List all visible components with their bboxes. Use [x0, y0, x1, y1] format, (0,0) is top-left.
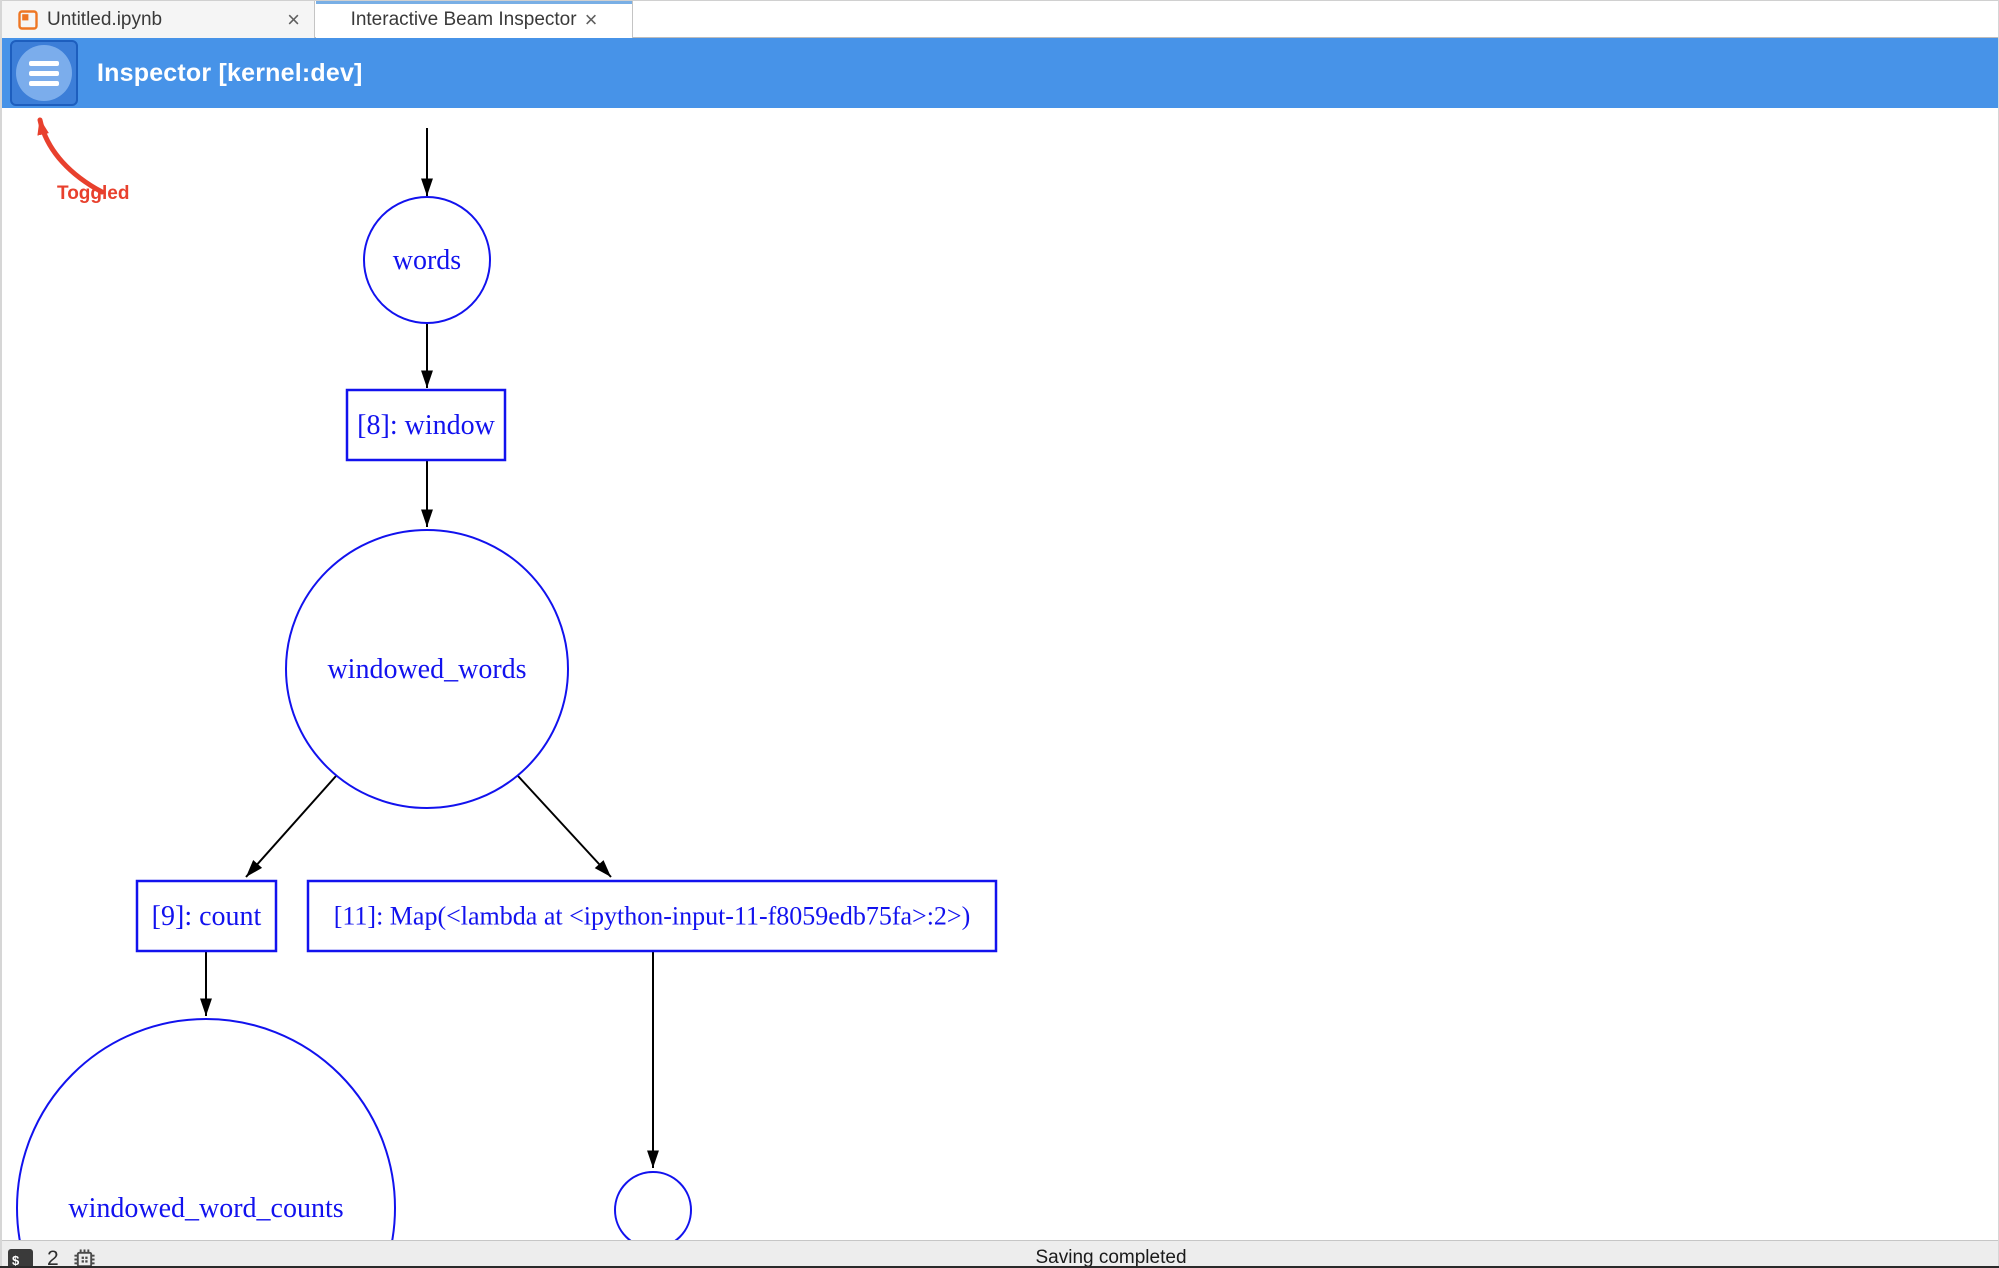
node-map-transform[interactable]: [306, 879, 998, 953]
pipeline-edge: [245, 775, 337, 878]
tab-bar: Untitled.ipynb × Interactive Beam Inspec…: [0, 0, 1999, 39]
inspector-header: Inspector [kernel:dev]: [0, 38, 1999, 108]
tab-interactive-beam-inspector[interactable]: Interactive Beam Inspector ×: [316, 1, 633, 39]
pipeline-edge: [517, 775, 612, 878]
hamburger-icon: [16, 45, 72, 101]
menu-toggle-button[interactable]: [10, 40, 78, 106]
node-label-windowed-word-counts: windowed_word_counts: [68, 1193, 343, 1224]
notebook-icon: [18, 10, 38, 30]
annotation-label: Toggled: [57, 183, 130, 204]
node-words[interactable]: [363, 196, 491, 324]
chip-icon[interactable]: [73, 1248, 96, 1268]
kernel-count[interactable]: 2: [47, 1247, 59, 1268]
tab-label: Interactive Beam Inspector: [350, 9, 577, 30]
inspector-title: Inspector [kernel:dev]: [97, 59, 363, 87]
node-label-window-transform: [8]: window: [357, 410, 495, 441]
node-windowed-words[interactable]: [285, 529, 569, 809]
terminal-icon[interactable]: $: [8, 1249, 33, 1268]
tab-untitled-notebook[interactable]: Untitled.ipynb ×: [2, 1, 315, 39]
node-label-count-transform: [9]: count: [152, 901, 262, 932]
status-message: Saving completed: [1035, 1247, 1187, 1268]
tab-label: Untitled.ipynb: [47, 9, 163, 30]
node-windowed-word-counts[interactable]: [16, 1018, 396, 1268]
node-label-windowed-words: windowed_words: [327, 654, 526, 685]
node-label-map-transform: [11]: Map(<lambda at <ipython-input-11-f…: [334, 902, 971, 931]
status-bar: $ 2 Saving completed: [0, 1240, 1999, 1268]
node-count-transform[interactable]: [135, 879, 278, 953]
node-anonymous-pcollection[interactable]: [614, 1171, 692, 1249]
window-border: [0, 0, 2, 1268]
node-window-transform[interactable]: [345, 388, 507, 462]
close-icon[interactable]: ×: [287, 7, 300, 32]
window-bottom-edge: [0, 1266, 1999, 1268]
close-icon[interactable]: ×: [584, 7, 598, 32]
node-label-words: words: [393, 245, 461, 276]
